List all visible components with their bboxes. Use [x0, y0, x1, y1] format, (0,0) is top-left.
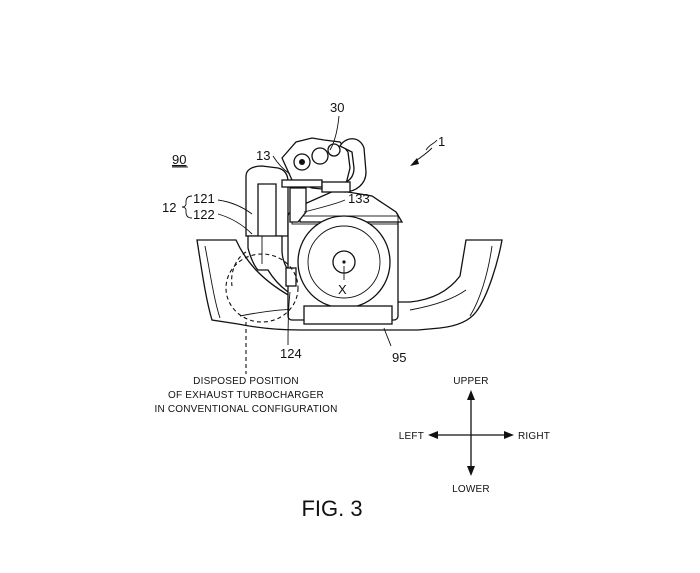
label-124: 124 — [280, 346, 302, 361]
direction-right: RIGHT — [518, 431, 550, 442]
label-12: 12 — [162, 200, 176, 215]
figure-caption: FIG. 3 — [301, 496, 362, 521]
label-x-axis: X — [338, 282, 347, 297]
note-line-1: DISPOSED POSITION — [193, 376, 299, 387]
label-133: 133 — [348, 191, 370, 206]
turbocharger-30 — [281, 137, 367, 193]
direction-left: LEFT — [399, 431, 424, 442]
note-line-2: OF EXHAUST TURBOCHARGER — [168, 390, 324, 401]
conventional-turbo-position — [225, 251, 299, 374]
leader-lines — [217, 115, 438, 347]
exhaust-pipe-12 — [245, 165, 297, 293]
label-30: 30 — [330, 100, 344, 115]
label-121: 121 — [193, 191, 215, 206]
arrow-left-icon — [428, 431, 438, 439]
label-1: 1 — [438, 134, 445, 149]
direction-compass: UPPER LOWER LEFT RIGHT — [399, 376, 550, 495]
arrow-down-icon — [467, 466, 475, 476]
pipe-13 — [289, 187, 307, 223]
note-line-3: IN CONVENTIONAL CONFIGURATION — [154, 404, 337, 415]
arrow-up-icon — [467, 390, 475, 400]
arrow-right-icon — [504, 431, 514, 439]
label-90: 90 — [172, 152, 186, 167]
direction-lower: LOWER — [452, 484, 490, 495]
engine-body — [285, 189, 404, 325]
label-13: 13 — [256, 148, 270, 163]
bracket-12 — [181, 195, 193, 219]
direction-upper: UPPER — [453, 376, 488, 387]
label-95: 95 — [392, 350, 406, 365]
label-122: 122 — [193, 207, 215, 222]
conventional-note: DISPOSED POSITION OF EXHAUST TURBOCHARGE… — [154, 376, 337, 415]
